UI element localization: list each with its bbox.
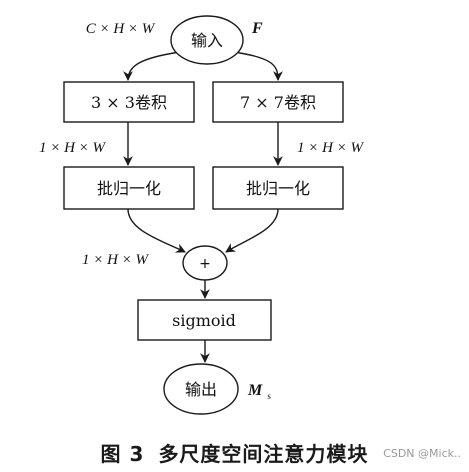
input-symbol-label: F bbox=[251, 20, 263, 37]
figure-caption: 图 3 多尺度空间注意力模块 bbox=[0, 438, 469, 467]
input-node: 输入 bbox=[170, 15, 244, 65]
bn-right-node-label: 批归一化 bbox=[246, 179, 310, 198]
output-node-label: 输出 bbox=[185, 380, 217, 399]
output-node: 输出 bbox=[163, 363, 239, 415]
edge-input-to-conv3 bbox=[123, 51, 181, 81]
input-node-label: 输入 bbox=[191, 31, 223, 50]
conv3-node-label: 3 × 3卷积 bbox=[91, 93, 167, 112]
add-node: + bbox=[182, 245, 228, 281]
bn-left-node: 批归一化 bbox=[63, 166, 195, 210]
bn-right-node: 批归一化 bbox=[212, 166, 344, 210]
sigmoid-node-label: sigmoid bbox=[172, 311, 236, 330]
sigmoid-node: sigmoid bbox=[137, 299, 272, 341]
plus-icon: + bbox=[199, 256, 211, 272]
output-symbol-label: M s bbox=[247, 380, 271, 401]
edge-bn-left-to-add bbox=[127, 208, 186, 253]
figure-title: 多尺度空间注意力模块 bbox=[158, 442, 369, 466]
conv7-node: 7 × 7卷积 bbox=[212, 81, 344, 123]
output-symbol: M bbox=[247, 382, 263, 399]
conv3-dims-label: 1 × H × W bbox=[39, 140, 107, 156]
edge-input-to-conv7 bbox=[233, 51, 283, 81]
watermark: CSDN @Mick.. bbox=[383, 447, 461, 460]
edge-bn-right-to-add bbox=[225, 208, 279, 253]
conv3-node: 3 × 3卷积 bbox=[63, 81, 195, 123]
figure-number: 图 3 bbox=[100, 442, 145, 466]
bn-left-node-label: 批归一化 bbox=[97, 179, 161, 198]
sum-dims-label: 1 × H × W bbox=[82, 252, 150, 268]
output-subscript: s bbox=[267, 391, 271, 401]
conv7-dims-label: 1 × H × W bbox=[297, 140, 365, 156]
conv7-node-label: 7 × 7卷积 bbox=[240, 93, 316, 112]
input-dims-label: C × H × W bbox=[86, 21, 156, 37]
